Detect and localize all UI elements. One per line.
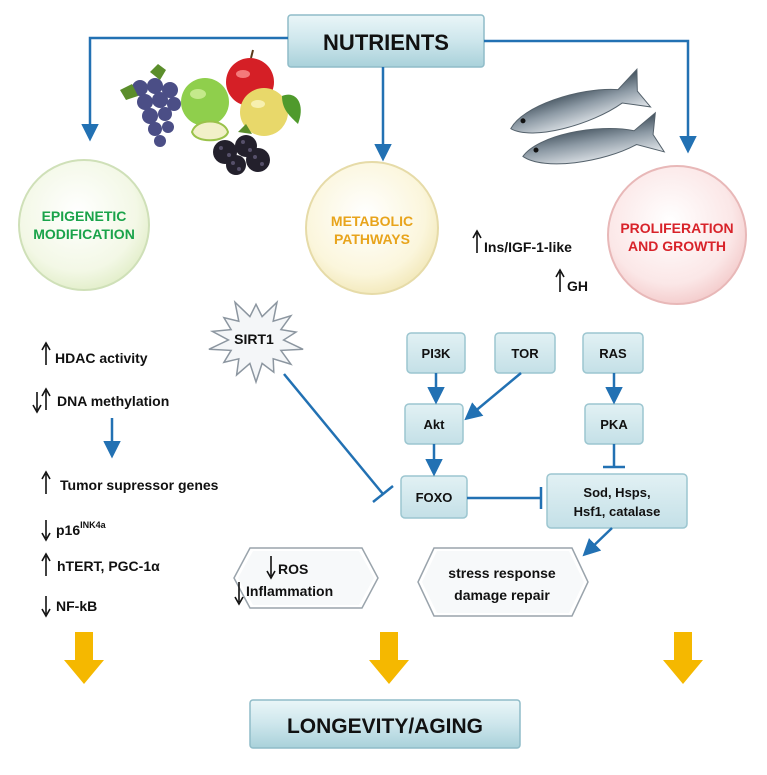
up-arrow-icon bbox=[41, 341, 51, 365]
tumor-suppressor-item: Tumor supressor genes bbox=[41, 470, 219, 494]
sod-hsps-box: Sod, Hsps, Hsf1, catalase bbox=[546, 473, 688, 529]
svg-text:Ins/IGF-1-like: Ins/IGF-1-like bbox=[484, 239, 572, 255]
sirt1-starburst: SIRT1 bbox=[208, 299, 304, 385]
metabolic-label-line2: PATHWAYS bbox=[334, 231, 410, 247]
pka-box: PKA bbox=[584, 403, 644, 445]
longevity-box: LONGEVITY/AGING bbox=[249, 699, 521, 749]
tor-box: TOR bbox=[494, 332, 556, 374]
ras-box: RAS bbox=[582, 332, 644, 374]
nutrients-header: NUTRIENTS bbox=[287, 14, 485, 68]
pathway-boxes: PI3K TOR RAS Akt PKA FOXO Sod, Hsps, Hsf… bbox=[400, 332, 688, 529]
sirt1-label: SIRT1 bbox=[234, 331, 274, 347]
p16-text: p16 bbox=[56, 522, 80, 538]
ros-inflammation-box: ROS Inflammation bbox=[233, 547, 379, 609]
svg-text:stress response: stress response bbox=[448, 565, 556, 581]
p16-item: p16INK4a bbox=[41, 520, 107, 542]
epigenetic-list: HDAC activity DNA methylation Tumor supr… bbox=[32, 341, 219, 618]
fish-icon bbox=[510, 67, 666, 165]
svg-text:FOXO: FOXO bbox=[416, 490, 453, 505]
svg-text:hTERT, PGC-1α: hTERT, PGC-1α bbox=[57, 558, 160, 574]
svg-text:RAS: RAS bbox=[599, 346, 627, 361]
up-arrow-icon bbox=[472, 229, 482, 253]
sirt1-foxo-inhibit bbox=[283, 373, 394, 503]
svg-text:PKA: PKA bbox=[600, 417, 628, 432]
down-arrow-icon bbox=[32, 392, 42, 414]
epigenetic-label-line2: MODIFICATION bbox=[33, 226, 135, 242]
down-arrow-icon bbox=[234, 582, 244, 606]
proliferation-label-line1: PROLIFERATION bbox=[620, 220, 733, 236]
metabolic-circle: METABOLIC PATHWAYS bbox=[305, 161, 439, 295]
svg-text:DNA methylation: DNA methylation bbox=[57, 393, 169, 409]
outcome-arrow-center bbox=[369, 632, 409, 684]
outcome-arrows bbox=[64, 632, 703, 684]
pi3k-box: PI3K bbox=[406, 332, 466, 374]
proliferation-label-line2: AND GROWTH bbox=[628, 238, 726, 254]
down-arrow-icon bbox=[266, 556, 276, 580]
fruit-cluster-icon bbox=[120, 49, 301, 175]
svg-text:PI3K: PI3K bbox=[422, 346, 452, 361]
ins-igf-label: Ins/IGF-1-like bbox=[472, 229, 572, 255]
svg-text:NF-kB: NF-kB bbox=[56, 598, 97, 614]
outcome-arrow-right bbox=[663, 632, 703, 684]
hdac-item: HDAC activity bbox=[41, 341, 148, 366]
svg-text:ROS: ROS bbox=[278, 561, 308, 577]
up-arrow-icon bbox=[41, 387, 51, 410]
pathway-connectors bbox=[425, 372, 625, 557]
up-arrow-icon bbox=[41, 470, 51, 494]
down-arrow-icon bbox=[41, 520, 51, 542]
svg-text:HDAC activity: HDAC activity bbox=[55, 350, 148, 366]
epigenetic-label-line1: EPIGENETIC bbox=[42, 208, 127, 224]
svg-text:Inflammation: Inflammation bbox=[246, 583, 333, 599]
svg-text:Hsf1, catalase: Hsf1, catalase bbox=[574, 504, 661, 519]
starburst-icon bbox=[208, 299, 304, 385]
dna-methylation-item: DNA methylation bbox=[32, 387, 169, 414]
outcome-arrow-left bbox=[64, 632, 104, 684]
svg-text:GH: GH bbox=[567, 278, 588, 294]
p16-superscript: INK4a bbox=[80, 520, 107, 530]
nfkb-item: NF-kB bbox=[41, 596, 97, 618]
gh-label: GH bbox=[555, 268, 588, 294]
header-connectors bbox=[81, 36, 697, 162]
nutrients-title: NUTRIENTS bbox=[323, 30, 449, 55]
htert-item: hTERT, PGC-1α bbox=[41, 552, 160, 576]
epigenetic-circle: EPIGENETIC MODIFICATION bbox=[18, 159, 150, 291]
longevity-title: LONGEVITY/AGING bbox=[287, 715, 483, 738]
proliferation-circle: PROLIFERATION AND GROWTH bbox=[607, 165, 747, 305]
svg-text:Sod, Hsps,: Sod, Hsps, bbox=[583, 485, 650, 500]
down-arrow-icon bbox=[41, 596, 51, 618]
foxo-box: FOXO bbox=[400, 475, 468, 519]
svg-text:Tumor supressor genes: Tumor supressor genes bbox=[60, 477, 219, 493]
svg-text:damage repair: damage repair bbox=[454, 587, 550, 603]
up-arrow-icon bbox=[41, 552, 51, 576]
metabolic-label-line1: METABOLIC bbox=[331, 213, 413, 229]
svg-text:TOR: TOR bbox=[511, 346, 539, 361]
up-arrow-icon bbox=[555, 268, 565, 292]
akt-box: Akt bbox=[404, 403, 464, 445]
svg-text:Akt: Akt bbox=[424, 417, 446, 432]
stress-response-box: stress response damage repair bbox=[417, 547, 589, 617]
svg-text:p16INK4a: p16INK4a bbox=[56, 520, 107, 538]
